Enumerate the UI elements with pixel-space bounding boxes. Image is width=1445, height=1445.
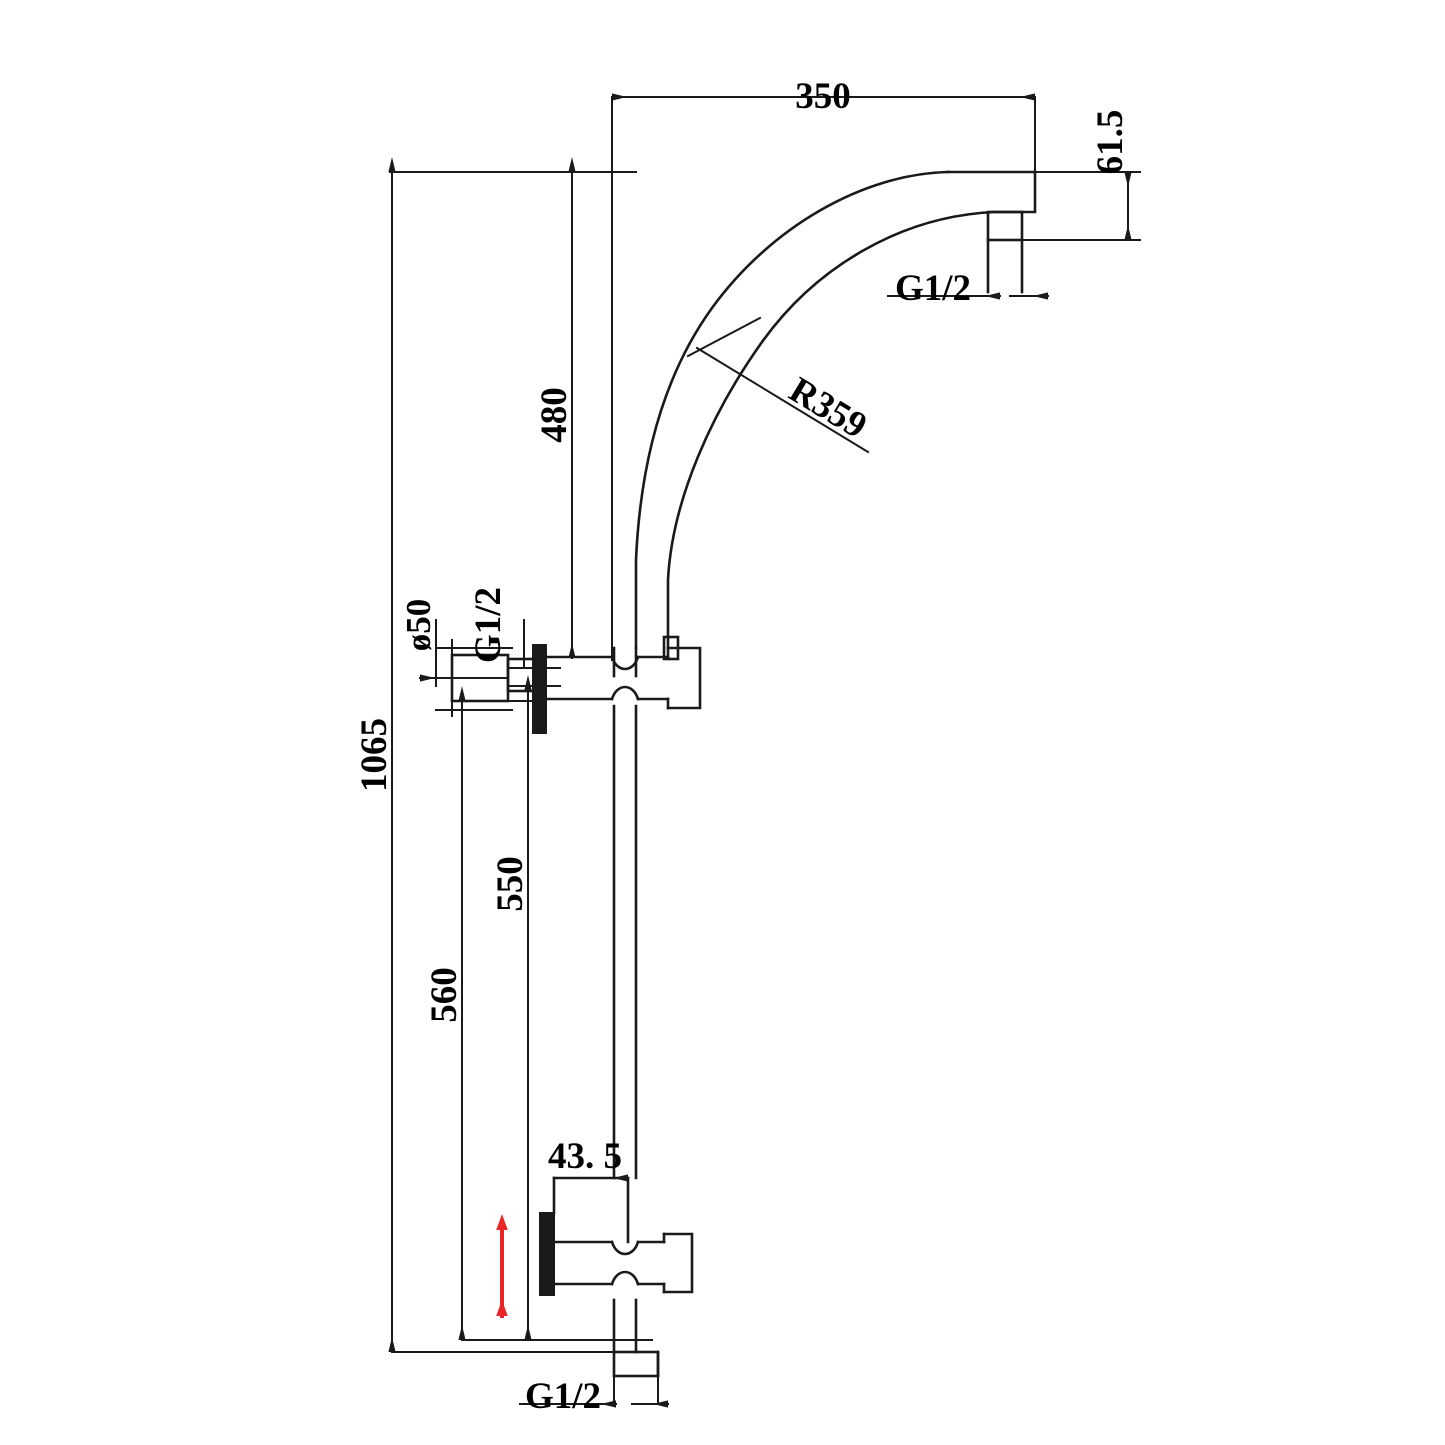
thread-bottom-leader bbox=[519, 1375, 669, 1408]
dim-61-5 bbox=[1021, 171, 1141, 241]
dim-61-5-label: 61.5 bbox=[1090, 110, 1131, 175]
dim-r359-leader bbox=[686, 316, 870, 454]
slider-bracket bbox=[539, 1176, 694, 1296]
thread-top-label: G1/2 bbox=[895, 268, 971, 309]
thread-bottom-label: G1/2 bbox=[525, 1376, 601, 1417]
dim-550-label: 550 bbox=[490, 856, 531, 912]
thread-middle-leader bbox=[507, 619, 561, 687]
dim-43-5-label: 43. 5 bbox=[548, 1136, 622, 1177]
dim-350 bbox=[611, 93, 1036, 661]
riser-rail bbox=[612, 646, 638, 1354]
dim-560 bbox=[451, 686, 653, 1341]
thread-middle-label: G1/2 bbox=[468, 587, 509, 663]
dim-1065-label: 1065 bbox=[354, 718, 395, 792]
bottom-outlet-nipple bbox=[612, 1350, 660, 1378]
dim-350-label: 350 bbox=[795, 76, 851, 117]
top-outlet-nipple bbox=[986, 210, 1024, 294]
dim-d50 bbox=[419, 619, 513, 717]
dim-560-label: 560 bbox=[424, 967, 465, 1023]
dim-1065 bbox=[388, 157, 641, 1353]
dim-480-label: 480 bbox=[534, 387, 575, 443]
dim-r359-label: R359 bbox=[782, 369, 874, 446]
dim-d50-label: ø50 bbox=[399, 599, 438, 652]
